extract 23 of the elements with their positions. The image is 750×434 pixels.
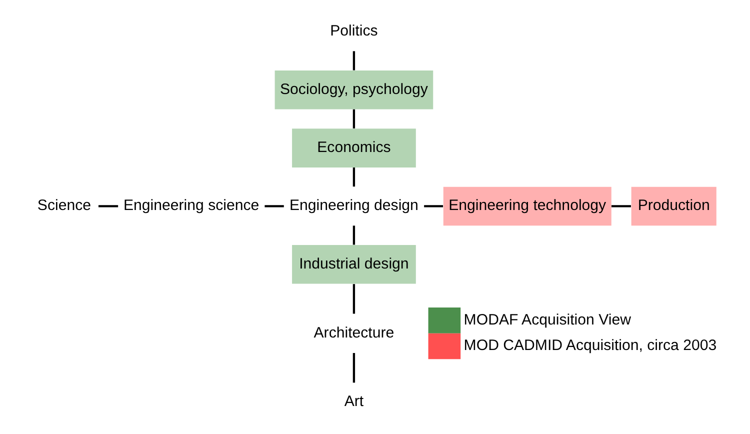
connector <box>352 284 355 314</box>
connector <box>352 109 355 128</box>
node-text: Engineering design <box>288 197 418 214</box>
node-box: Production <box>630 186 716 226</box>
node-text: Politics <box>330 22 378 40</box>
node-box: Engineering technology <box>442 186 611 226</box>
legend-label: MODAF Acquisition View <box>463 311 630 328</box>
connector <box>352 226 355 245</box>
node-text: Architecture <box>313 324 394 342</box>
connector <box>610 205 630 208</box>
connector <box>352 51 355 70</box>
connector <box>98 205 118 208</box>
connector <box>264 205 284 208</box>
connector <box>352 353 355 383</box>
node-box: Economics <box>292 128 416 168</box>
connector <box>424 205 443 208</box>
legend-label: MOD CADMID Acquisition, circa 2003 <box>463 337 716 354</box>
node-box: Industrial design <box>292 245 416 284</box>
connector <box>352 168 355 187</box>
node-box: Sociology, psychology <box>274 70 433 110</box>
node-text: Science <box>36 197 91 214</box>
node-text: Art <box>344 393 364 410</box>
node-text: Engineering science <box>123 197 259 214</box>
